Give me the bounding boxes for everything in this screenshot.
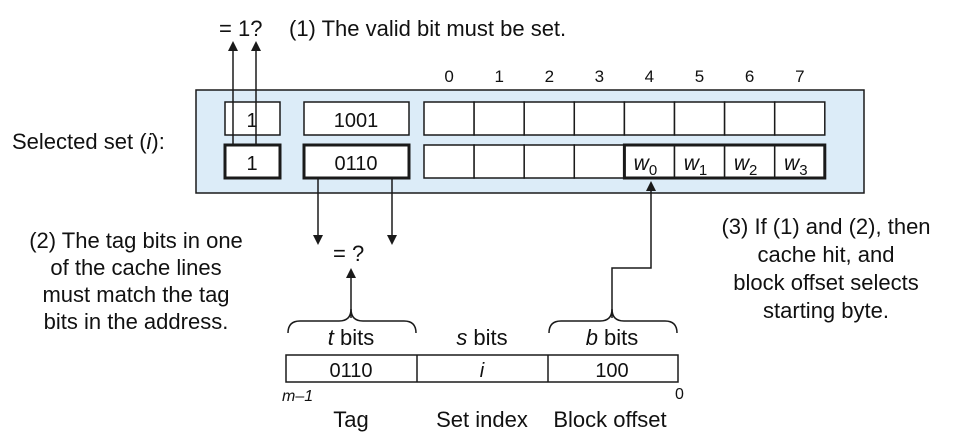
line1-tag-cell — [303, 101, 410, 136]
byte-index-label: 0 — [444, 67, 453, 86]
line2-block: w0 w1 w2 w3 — [423, 143, 827, 180]
address-set-value: i — [480, 360, 485, 382]
byte-index-label: 1 — [494, 67, 503, 86]
msb-label: m–1 — [282, 388, 313, 405]
bbits-label: b bits — [586, 325, 639, 350]
note3-line: (3) If (1) and (2), then — [721, 214, 930, 239]
line2-byte-cell — [473, 144, 525, 179]
line1-byte-cell — [573, 101, 626, 136]
line1-byte-cell — [523, 101, 576, 136]
tbits-brace — [287, 308, 417, 334]
note3-line: starting byte. — [763, 298, 889, 323]
byte-index-label: 4 — [645, 67, 654, 86]
note2-line: bits in the address. — [44, 309, 229, 334]
note3-line: block offset selects — [733, 270, 918, 295]
selected-words-outline — [622, 143, 827, 180]
word-label: w3 — [784, 152, 808, 179]
byte-index-label: 7 — [795, 67, 804, 86]
line1-byte-cell — [773, 101, 826, 136]
note2-line: of the cache lines — [50, 255, 221, 280]
line2-byte-cell — [573, 144, 626, 179]
byte-index-label: 3 — [595, 67, 604, 86]
valid-check-label: = 1? — [219, 16, 262, 41]
line2-valid-cell — [223, 143, 282, 180]
byte-index-label: 2 — [545, 67, 554, 86]
offset-arrow — [611, 181, 656, 318]
word-label: w0 — [634, 152, 658, 179]
note-tag-match: (2) The tag bits in one of the cache lin… — [29, 228, 243, 334]
line1-block — [423, 101, 826, 136]
note-cache-hit: (3) If (1) and (2), then cache hit, and … — [721, 214, 930, 323]
field-set-label: Set index — [436, 407, 528, 432]
line2-byte-cell — [423, 144, 475, 179]
line1-byte-cell — [723, 101, 776, 136]
byte-index-row: 0 1 2 3 4 5 6 7 — [444, 67, 804, 86]
address-tag-value: 0110 — [329, 360, 372, 382]
line1-tag: 1001 — [334, 110, 379, 132]
address-bar — [285, 354, 679, 383]
line1-byte-cell — [423, 101, 475, 136]
address-offset-value: 100 — [595, 360, 628, 382]
word-label: w1 — [684, 152, 708, 179]
field-offset-label: Block offset — [553, 407, 666, 432]
line1-byte-cell — [473, 101, 525, 136]
note2-line: must match the tag — [42, 282, 229, 307]
line2-tag-cell — [302, 143, 411, 180]
line1-valid-bit: 1 — [246, 110, 257, 132]
note3-line: cache hit, and — [758, 242, 895, 267]
tbits-label: t bits — [328, 325, 374, 350]
word-label: w2 — [734, 152, 758, 179]
line2-byte-cell — [523, 144, 576, 179]
byte-index-label: 6 — [745, 67, 754, 86]
lsb-label: 0 — [675, 386, 684, 403]
line1-valid-cell — [224, 101, 281, 136]
selected-set-label: Selected set (i): — [12, 129, 165, 154]
tag-compare-label: = ? — [333, 241, 364, 266]
line1-byte-cell — [673, 101, 726, 136]
sbits-label: s bits — [456, 325, 507, 350]
line2-valid-bit: 1 — [246, 153, 257, 175]
bbits-brace — [548, 308, 678, 334]
line2-tag: 0110 — [334, 153, 377, 175]
field-tag-label: Tag — [333, 407, 368, 432]
byte-index-label: 5 — [695, 67, 704, 86]
line1-byte-cell — [623, 101, 676, 136]
note-valid-bit: (1) The valid bit must be set. — [289, 16, 566, 41]
note2-line: (2) The tag bits in one — [29, 228, 243, 253]
